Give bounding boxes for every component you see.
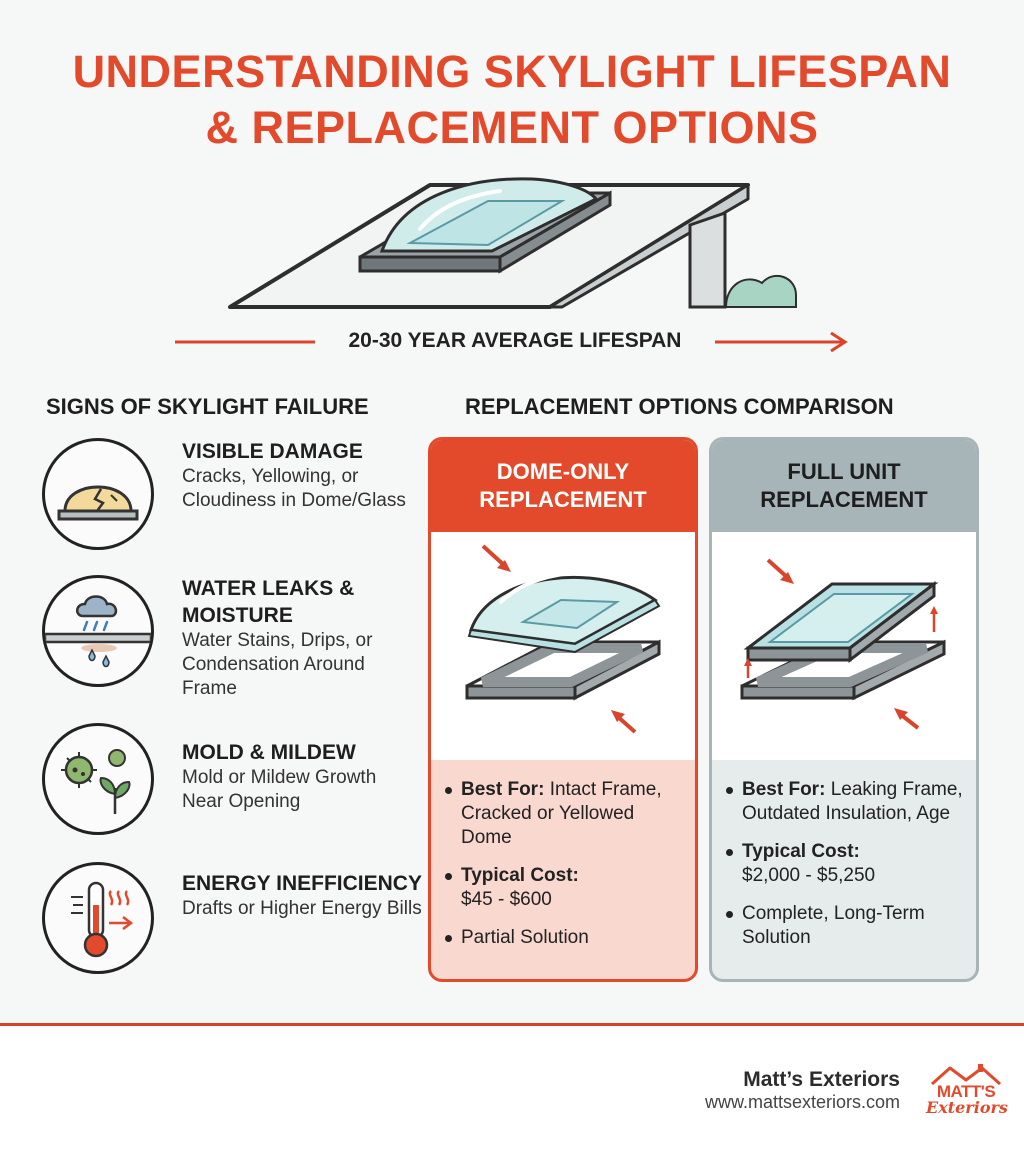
thermometer-icon <box>42 862 154 974</box>
house-roof-icon <box>931 1064 1001 1086</box>
dome-cost: Typical Cost:$45 - $600 <box>443 864 685 912</box>
sign-desc: Water Stains, Drips, or Condensation Aro… <box>182 630 373 699</box>
sign-desc: Cracks, Yellowing, or Cloudiness in Dome… <box>182 466 406 511</box>
company-logo: MATT'S Exteriors <box>926 1062 1008 1126</box>
sign-title: MOLD & MILDEW <box>182 741 356 764</box>
dome-solution: Partial Solution <box>443 926 685 950</box>
sign-title: VISIBLE DAMAGE <box>182 440 363 463</box>
dome-replacement-illustration <box>431 532 695 760</box>
logo-text-top: MATT'S <box>936 1082 996 1101</box>
lifespan-label: 20-30 YEAR AVERAGE LIFESPAN <box>348 329 682 352</box>
brand-url[interactable]: www.mattsexteriors.com <box>704 1092 900 1112</box>
full-solution: Complete, Long-Term Solution <box>724 902 966 950</box>
sign-title: ENERGY INEFFICIENCY <box>182 872 422 895</box>
cracked-dome-icon <box>42 438 154 550</box>
signs-heading: SIGNS OF SKYLIGHT FAILURE <box>46 394 369 419</box>
dome-best-for: Best For: Intact Frame, Cracked or Yello… <box>443 778 685 850</box>
full-unit-card: FULL UNIT REPLACEMENT Best For: Leaking … <box>709 437 979 982</box>
footer-divider <box>0 1023 1024 1026</box>
sign-desc: Drafts or Higher Energy Bills <box>182 898 422 919</box>
sign-title: WATER LEAKS & MOISTURE <box>182 577 355 627</box>
dome-only-card: DOME-ONLY REPLACEMENT Best For: Intact F… <box>428 437 698 982</box>
mold-icon <box>42 723 154 835</box>
logo-text-bottom: Exteriors <box>926 1098 1008 1117</box>
page-title: UNDERSTANDING SKYLIGHT LIFESPAN & REPLAC… <box>0 44 1024 156</box>
full-cost: Typical Cost:$2,000 - $5,250 <box>724 840 966 888</box>
skylight-roof-illustration <box>228 177 797 309</box>
full-replacement-illustration <box>712 532 976 760</box>
lifespan-arrow-icon <box>175 331 848 353</box>
options-heading: REPLACEMENT OPTIONS COMPARISON <box>465 394 894 419</box>
title-line-2: & REPLACEMENT OPTIONS <box>205 102 819 153</box>
footer: Matt’s Exteriors www.mattsexteriors.com … <box>0 1026 1024 1154</box>
sign-desc: Mold or Mildew Growth Near Opening <box>182 767 377 812</box>
title-line-1: UNDERSTANDING SKYLIGHT LIFESPAN <box>72 46 952 97</box>
lifespan-banner: 20-30 YEAR AVERAGE LIFESPAN <box>175 325 855 359</box>
brand-name: Matt’s Exteriors <box>743 1068 900 1091</box>
full-unit-title: FULL UNIT REPLACEMENT <box>712 440 976 532</box>
dome-only-title: DOME-ONLY REPLACEMENT <box>431 440 695 532</box>
full-best-for: Best For: Leaking Frame, Outdated Insula… <box>724 778 966 826</box>
rain-leak-icon <box>42 575 154 687</box>
